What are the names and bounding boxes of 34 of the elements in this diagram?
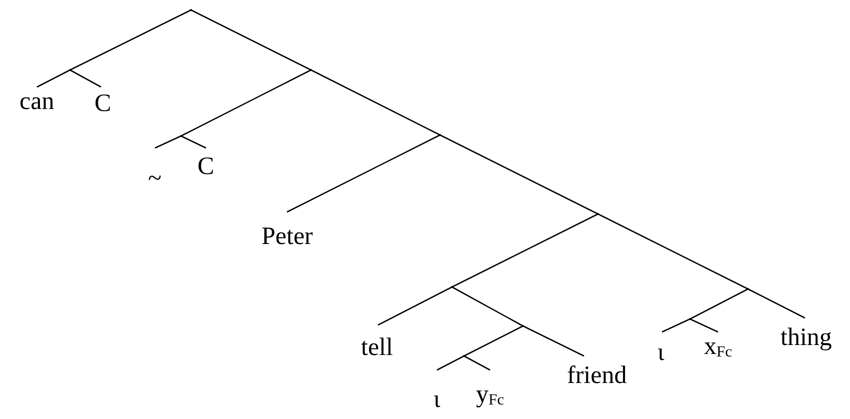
tree-branch-line bbox=[452, 286, 524, 327]
tree-branch-line bbox=[180, 69, 312, 137]
tree-branch-line bbox=[452, 213, 598, 288]
tree-leaf-label: tell bbox=[361, 325, 393, 362]
tree-leaf-label: x$_{Fc}$ bbox=[704, 332, 732, 361]
tree-branch-line bbox=[748, 288, 806, 319]
tree-branch-line bbox=[440, 134, 598, 215]
tree-branch-line bbox=[690, 288, 748, 320]
tree-leaf-label: C bbox=[198, 148, 214, 181]
tree-leaf-label: thing bbox=[780, 318, 832, 352]
tree-branch-line bbox=[154, 135, 182, 149]
tree-branch-line bbox=[378, 286, 452, 326]
tree-leaf-label: C bbox=[94, 87, 112, 118]
tree-branch-line bbox=[70, 69, 102, 88]
tree-leaf-label: y$_{Fc}$ bbox=[476, 370, 504, 409]
tree-branch-line bbox=[598, 213, 748, 290]
tree-branch-line bbox=[180, 135, 206, 149]
tree-leaf-label: friend bbox=[567, 356, 627, 390]
tree-branch-line bbox=[464, 355, 490, 371]
tree-leaf-label: Peter bbox=[262, 212, 313, 251]
tree-branch-line bbox=[310, 69, 440, 136]
tree-branch-line bbox=[522, 325, 584, 357]
tree-branch-line bbox=[36, 69, 70, 88]
tree-leaf-label: ι bbox=[658, 332, 664, 367]
tree-branch-line bbox=[464, 325, 524, 357]
tree-leaf-label: ι bbox=[434, 370, 440, 414]
tree-branch-line bbox=[690, 318, 718, 333]
tree-branch-line bbox=[662, 318, 690, 333]
tree-leaf-label: can bbox=[20, 87, 54, 116]
tree-branch-line bbox=[70, 9, 192, 71]
tree-branch-line bbox=[190, 9, 312, 71]
tree-branch-line bbox=[286, 134, 440, 213]
tree-branch-line bbox=[436, 355, 464, 371]
tree-leaf-label: ~ bbox=[148, 148, 162, 193]
